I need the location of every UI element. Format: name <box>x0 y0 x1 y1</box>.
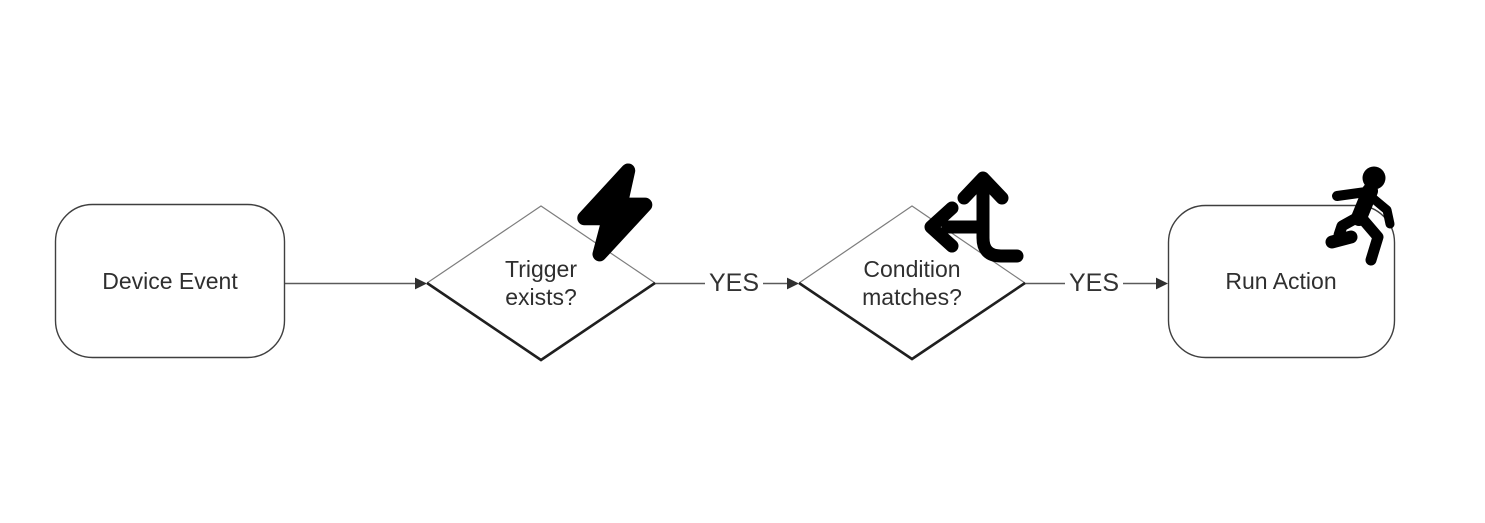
edge-label-yes-1: YES <box>705 265 763 302</box>
person-running-icon <box>1325 166 1395 266</box>
edge-label-yes-2: YES <box>1065 265 1123 302</box>
arrows-split-up-and-left-icon <box>924 171 1024 263</box>
edge-trigger-to-condition <box>655 277 799 290</box>
edge-condition-to-run-action <box>1025 277 1168 290</box>
bolt-icon <box>577 163 653 262</box>
node-device-event <box>54 203 286 359</box>
arrowhead-icon <box>1156 277 1168 290</box>
node-condition-matches <box>798 205 1026 361</box>
node-run-action <box>1167 204 1396 359</box>
arrowhead-icon <box>787 277 799 290</box>
arrowhead-icon <box>415 277 427 290</box>
edge-device-event-to-trigger <box>285 277 427 290</box>
